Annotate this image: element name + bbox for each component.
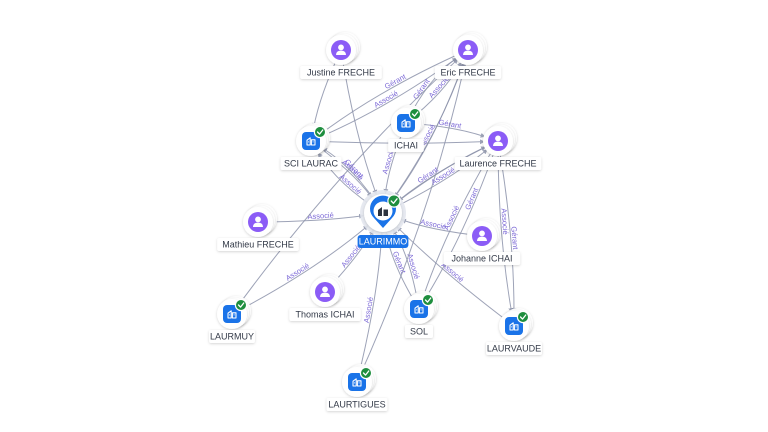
person-icon [463,44,473,55]
graph-node-sol[interactable]: SOL [404,291,438,338]
node-label-box [405,325,433,338]
building-icon [401,119,411,128]
node-label-box [443,252,521,265]
edge-label: Gérant [509,226,520,251]
edge-laurtigues-eric [356,62,467,383]
building-icon [227,310,237,319]
node-label-box [486,342,542,355]
building-icon [414,305,424,314]
graph-node-thomas[interactable]: Thomas ICHAI [289,274,361,321]
verified-check-icon [408,107,422,121]
graph-node-johanne[interactable]: Johanne ICHAI [443,218,521,265]
person-icon [477,230,487,241]
edge-laurmuy-laurimmo [231,225,369,315]
node-label: Eric FRECHE [440,68,495,78]
nodes-layer: Justine FRECHE Eric FRECHE SCI LAURAC ICHAI… [209,32,542,411]
node-label: SCI LAURAC [284,159,339,169]
person-icon [336,44,346,55]
edge-label: Gérant [411,76,432,101]
node-label: ICHAI [394,141,418,151]
verified-check-icon [421,293,435,307]
node-label-box [357,235,409,248]
graph-node-laurtigues[interactable]: LAURTIGUES [326,364,388,411]
building-icon [509,322,519,331]
edge-laurvaude-laurimmo [396,226,515,327]
graph-node-laurvaude[interactable]: LAURVAUDE [486,308,542,355]
node-label: LAURMUY [210,332,254,342]
building-icon [352,378,362,387]
person-icon [320,286,330,297]
node-label-box [454,157,542,170]
node-label: Thomas ICHAI [295,310,354,320]
node-label-box [434,66,502,79]
verified-check-icon [516,310,530,324]
node-label: Johanne ICHAI [451,254,512,264]
node-label-box [280,157,342,170]
node-label-box [217,238,299,251]
node-label-box [326,398,388,411]
node-label: LAURVAUDE [487,344,541,354]
node-label: LAURIMMO [359,237,408,247]
edge-label: Associé [420,217,448,231]
building-icon [378,207,388,216]
node-label: Mathieu FRECHE [222,240,294,250]
edge-laurtigues-laurimmo [356,232,385,383]
node-label-box [209,330,255,343]
graph-node-laurmuy[interactable]: LAURMUY [209,296,255,343]
edge-eric-scilaurac [321,49,469,134]
node-label-box [300,66,382,79]
node-label-box [388,139,424,152]
building-icon [306,137,316,146]
edge-label: Associé [307,210,334,221]
graph-node-ichai[interactable]: ICHAI [388,105,425,152]
node-label: Justine FRECHE [307,68,375,78]
graph-node-scilaurac[interactable]: SCI LAURAC [280,123,342,170]
verified-check-icon [234,298,248,312]
node-label: LAURTIGUES [328,400,385,410]
node-label: Laurence FRECHE [459,159,536,169]
edge-label: Associé [284,261,311,283]
person-icon [493,135,503,146]
edge-label: Gérant [383,72,408,91]
edge-label: Associé [362,296,375,323]
graph-node-center-laurimmo[interactable]: LAURIMMO [357,190,409,248]
graph-node-justine[interactable]: Justine FRECHE [300,32,382,79]
verified-check-icon [313,125,327,139]
verified-check-icon [359,366,373,380]
graph-node-mathieu[interactable]: Mathieu FRECHE [217,204,299,251]
node-label-box [289,308,361,321]
edge-laurmuy-eric [231,58,459,315]
edge-label: Associé [499,208,510,235]
graph-node-eric[interactable]: Eric FRECHE [434,32,502,79]
verified-check-icon [387,194,401,208]
node-label: SOL [410,327,428,337]
person-icon [253,216,263,227]
graph-node-laurence[interactable]: Laurence FRECHE [454,123,542,170]
